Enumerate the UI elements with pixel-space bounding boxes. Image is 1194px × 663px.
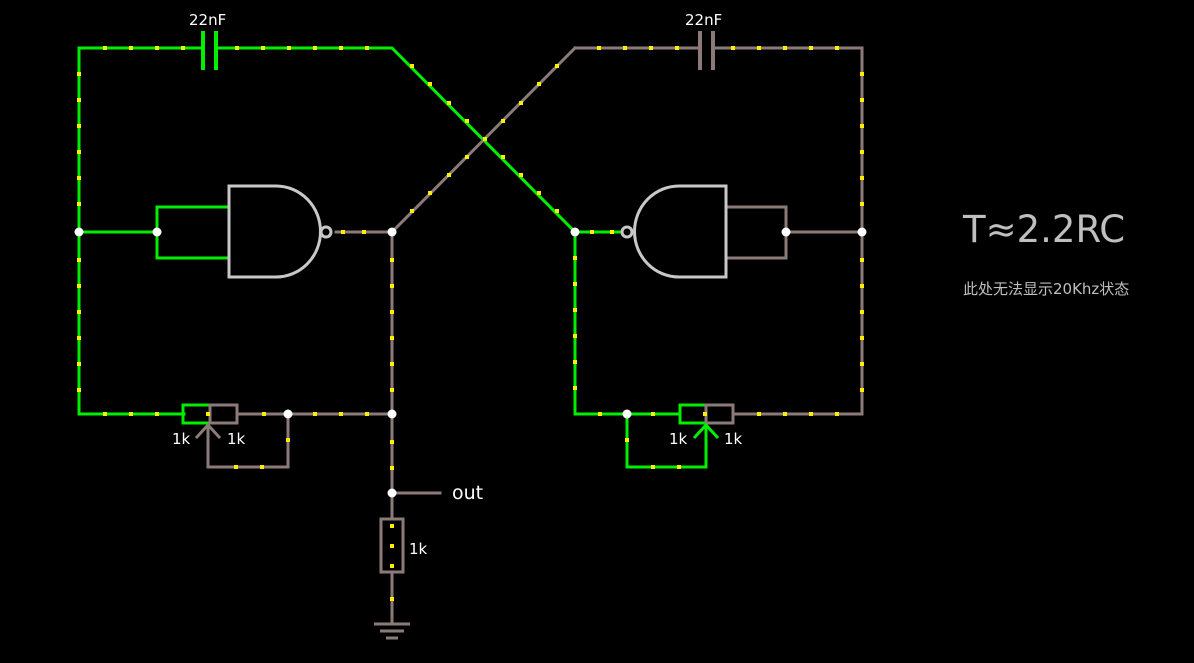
junction-nodes xyxy=(74,227,867,498)
node-center-junction xyxy=(387,409,397,419)
output-label: out xyxy=(452,482,483,504)
period-formula: T≈2.2RC xyxy=(963,208,1126,251)
pot-right-label-left: 1k xyxy=(669,430,688,448)
inactive-wires xyxy=(206,45,864,624)
node-left-output xyxy=(387,227,397,237)
node-output xyxy=(387,488,397,498)
wire-gate-left-in-bracket xyxy=(155,205,230,260)
pot-left-label-left: 1k xyxy=(172,430,191,448)
pot-left-label-right: 1k xyxy=(227,430,246,448)
load-resistor xyxy=(379,517,405,574)
node-left-gate-in xyxy=(152,227,162,237)
capacitor-right-label: 22nF xyxy=(685,11,722,29)
node-left-input xyxy=(74,227,84,237)
load-resistor-label: 1k xyxy=(409,540,428,558)
frequency-note: 此处无法显示20Khz状态 xyxy=(963,280,1130,298)
wire-gate-right-in-bracket xyxy=(725,205,788,260)
capacitor-left xyxy=(201,31,218,70)
potentiometer-right xyxy=(678,403,735,467)
pot-right-label-right: 1k xyxy=(724,430,743,448)
capacitor-right xyxy=(698,31,715,70)
nand-gate-left xyxy=(227,184,333,279)
node-pot-right-loop xyxy=(622,409,632,419)
node-right-input xyxy=(857,227,867,237)
wire-top-left-cap-out xyxy=(214,46,578,235)
node-pot-left-loop xyxy=(283,409,293,419)
wire-right-lower-vertical xyxy=(573,230,682,416)
ground-icon xyxy=(374,622,410,640)
nand-gate-right xyxy=(620,184,728,279)
node-right-gate-in xyxy=(781,227,791,237)
node-right-output xyxy=(570,227,580,237)
capacitor-left-label: 22nF xyxy=(189,11,226,29)
wire-left-vertical xyxy=(77,46,186,416)
current-dots xyxy=(77,46,864,601)
